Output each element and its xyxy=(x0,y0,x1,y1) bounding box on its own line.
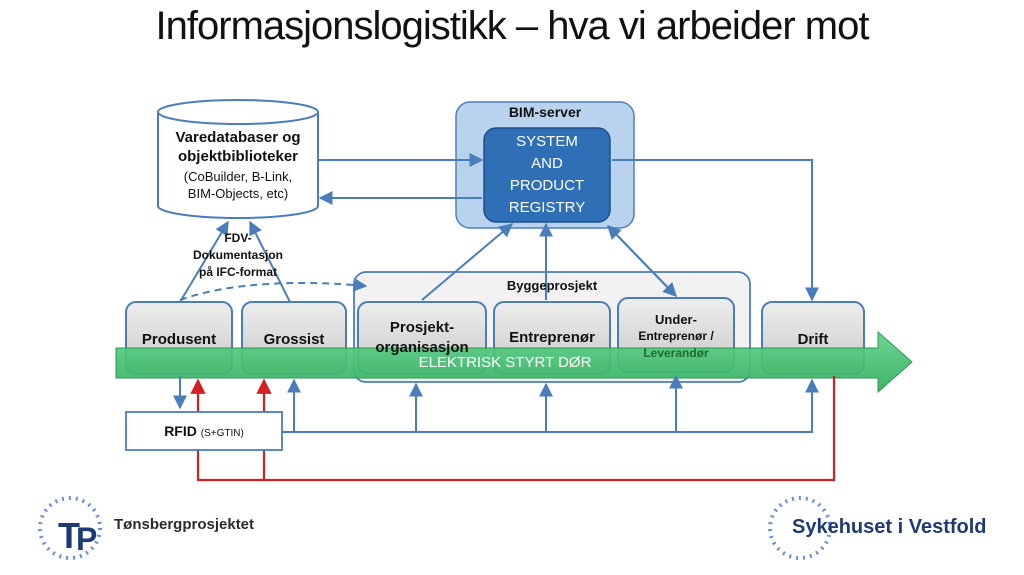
fdv-label: FDV- Dokumentasjon på IFC-format xyxy=(192,231,283,279)
svg-text:P: P xyxy=(76,521,97,557)
rfid-box xyxy=(125,411,283,451)
svg-text:T: T xyxy=(58,515,80,556)
under-label: Under- Entreprenør / Leverandør xyxy=(638,312,714,360)
database-subtitle: (CoBuilder, B-Link, BIM-Objects, etc) xyxy=(183,169,293,201)
database-cylinder xyxy=(157,99,319,219)
drift-label: Drift xyxy=(797,331,829,348)
rfid-label: RFID (S+GTIN) xyxy=(164,423,244,439)
tp-logo-mark: T P xyxy=(38,496,102,560)
sykehuset-logo: Sykehuset i Vestfold xyxy=(792,516,987,538)
grossist-label: Grossist xyxy=(263,331,325,348)
byggeprosjekt-label: Byggeprosjekt xyxy=(506,278,598,293)
bim-server-label: BIM-server xyxy=(508,104,582,120)
flow-arrow xyxy=(115,330,913,394)
entreprenor-label: Entreprenør xyxy=(509,329,595,346)
produsent-label: Produsent xyxy=(141,331,217,348)
connectors xyxy=(173,153,819,433)
prosjekt-label: Prosjekt- organisasjon xyxy=(375,319,469,356)
page-title: Informasjonslogistikk – hva vi arbeider … xyxy=(155,4,870,48)
siv-logo-mark xyxy=(768,496,832,560)
tonsbergprosjektet-logo: Tønsbergprosjektet xyxy=(114,516,255,533)
registry-box xyxy=(483,127,611,223)
flow-arrow-label: ELEKTRISK STYRT DØR xyxy=(418,354,592,371)
database-title: Varedatabaser og objektbiblioteker xyxy=(175,129,301,165)
registry-label: SYSTEM AND PRODUCT REGISTRY xyxy=(508,133,586,216)
